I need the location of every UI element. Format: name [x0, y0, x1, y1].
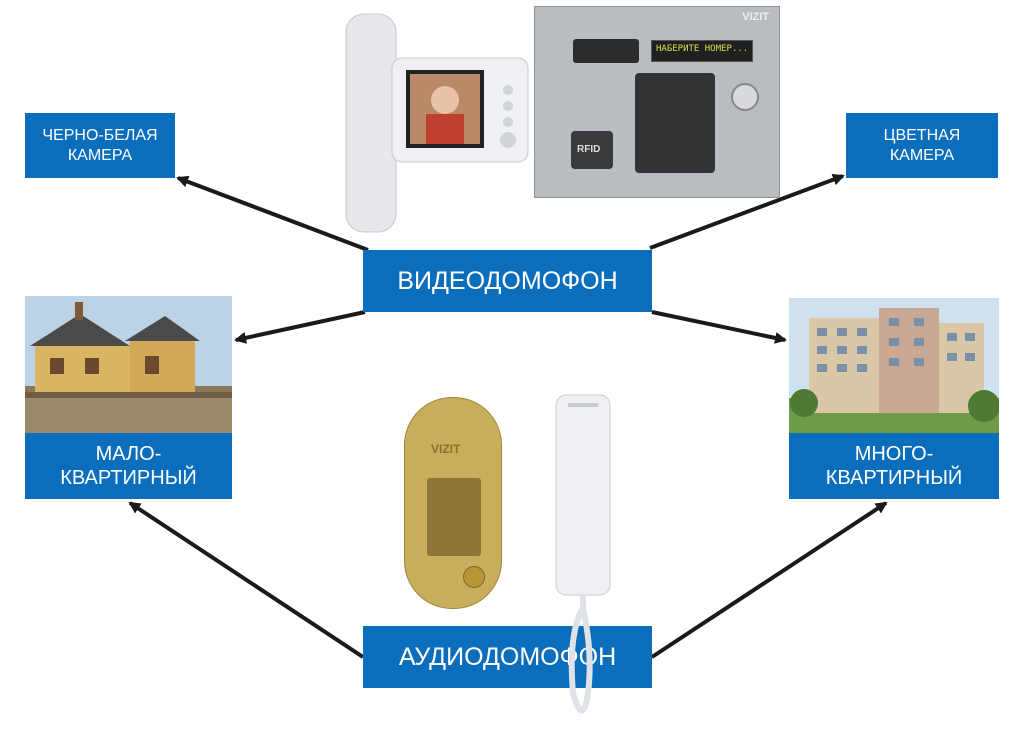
- panel-display: НАБЕРИТЕ НОМЕР...: [651, 40, 753, 62]
- panel-keypad: [635, 73, 715, 173]
- apartment-building-image: [789, 298, 999, 433]
- arrow-video-to-bw-camera: [176, 175, 369, 252]
- panel-brand-label: VIZIT: [742, 11, 769, 23]
- box-multi-apartment: МНОГО- КВАРТИРНЫЙ: [789, 433, 999, 499]
- panel-call-button: [731, 83, 759, 111]
- audio-door-panel: VIZIT: [404, 397, 502, 609]
- arrow-audio-to-apartment: [650, 501, 888, 659]
- panel-rfid-reader: RFID: [571, 131, 613, 169]
- box-video-intercom: ВИДЕОДОМОФОН: [363, 250, 652, 312]
- box-color-camera: ЦВЕТНАЯ КАМЕРА: [846, 113, 998, 178]
- house-image: [25, 296, 232, 433]
- box-bw-camera: ЧЕРНО-БЕЛАЯ КАМЕРА: [25, 113, 175, 178]
- audio-panel-keypad: [427, 478, 481, 556]
- panel-display-text: НАБЕРИТЕ НОМЕР...: [656, 44, 749, 54]
- audio-handset: [548, 393, 618, 733]
- arrow-audio-to-small-house: [128, 501, 365, 659]
- arrow-video-to-small-house: [234, 310, 366, 344]
- panel-camera: [573, 39, 639, 63]
- rfid-label: RFID: [577, 144, 601, 155]
- arrow-video-to-apartment: [651, 310, 787, 344]
- box-audio-intercom: АУДИОДОМОФОН: [363, 626, 652, 688]
- video-monitor-device: [318, 12, 532, 234]
- arrow-video-to-color-camera: [649, 173, 845, 250]
- audio-panel-button: [463, 566, 485, 588]
- video-door-panel: VIZIT НАБЕРИТЕ НОМЕР... RFID: [534, 6, 780, 198]
- audio-panel-brand-label: VIZIT: [431, 442, 461, 456]
- box-small-building: МАЛО- КВАРТИРНЫЙ: [25, 433, 232, 499]
